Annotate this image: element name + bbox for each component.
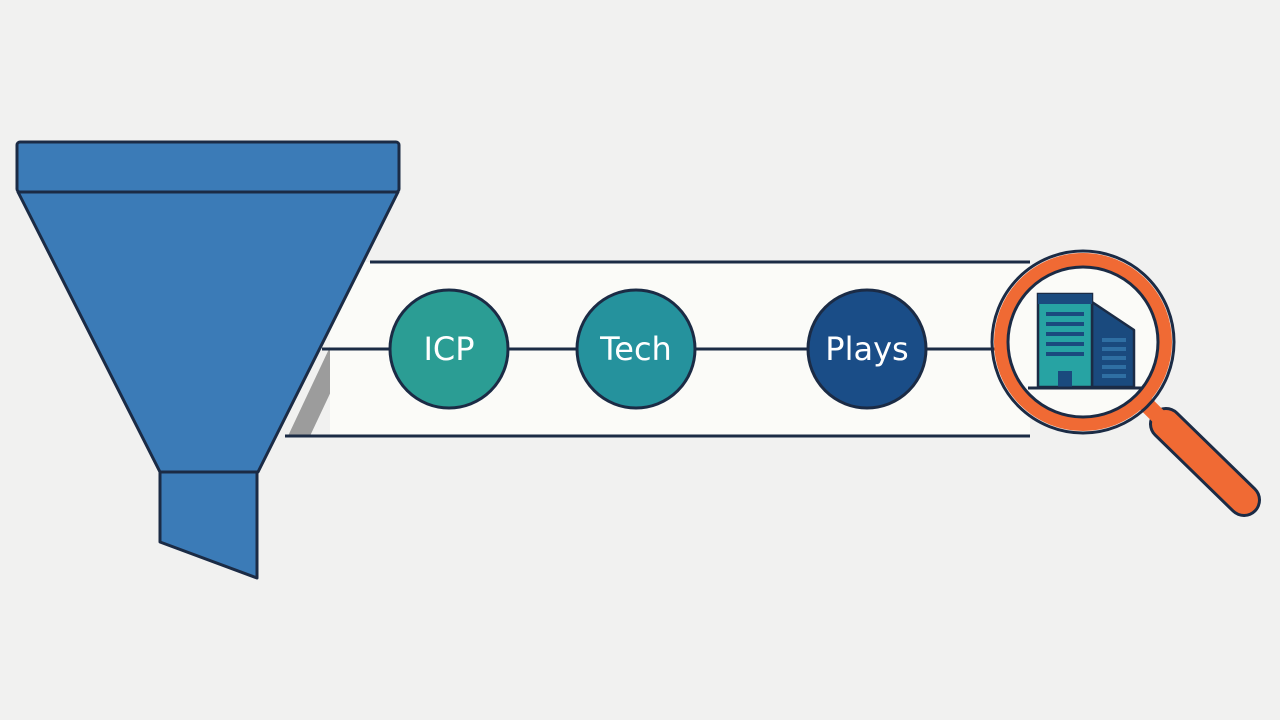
building-back-windows [1102, 338, 1126, 378]
stage-node-icp: ICP [388, 288, 510, 410]
stage-node-label: Tech [599, 330, 672, 368]
funnel-spout [158, 470, 259, 580]
office-building-icon [1028, 292, 1142, 390]
magnifying-glass-icon [990, 249, 1261, 517]
magnifier-rim-outer [990, 249, 1176, 435]
funnel-rim [15, 140, 401, 194]
stage-node-circle [575, 288, 697, 410]
building-front-windows [1046, 312, 1084, 356]
building-roof [1038, 294, 1092, 304]
stage-node-circle [388, 288, 510, 410]
funnel-icon [15, 140, 401, 580]
stage-node-circle [806, 288, 928, 410]
building-door [1058, 371, 1072, 387]
magnifier-rim-inner [1006, 265, 1160, 419]
stage-node-plays: Plays [806, 288, 928, 410]
stage-node-label: ICP [423, 330, 474, 368]
magnifier-handle [1152, 410, 1258, 514]
magnifier-neck [1138, 396, 1176, 434]
stage-node-tech: Tech [575, 288, 697, 410]
stage-node-label: Plays [825, 330, 908, 368]
